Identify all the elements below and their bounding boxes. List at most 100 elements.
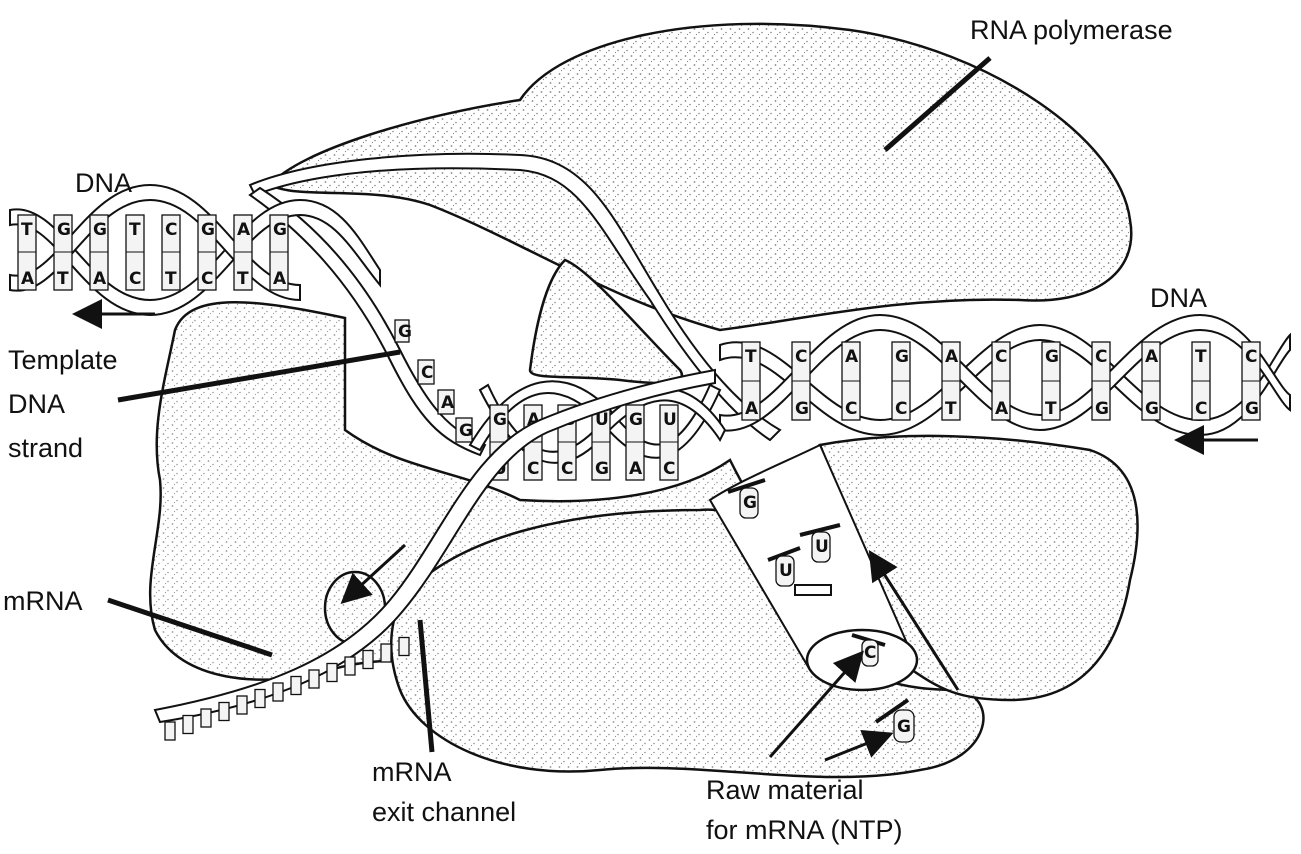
label-raw-material: Raw material for mRNA (NTP) [706, 770, 903, 850]
base-letter: G [57, 220, 71, 240]
svg-text:G: G [398, 322, 412, 342]
base-letter: T [745, 347, 757, 367]
mrna-base [326, 662, 338, 683]
ntp-molecule: G [874, 698, 915, 743]
template-strand [248, 186, 487, 457]
svg-text:C: C [864, 643, 876, 663]
label-template-line-2: DNA [8, 389, 66, 419]
base-letter: G [201, 220, 215, 240]
ntp-molecules: G U U C G [727, 478, 915, 743]
base-letter: T [57, 269, 69, 289]
base-letter: G [629, 410, 643, 430]
dna-helix-left: T A G T G A T C C T G C A T G A [9, 183, 381, 317]
base-letter: C [561, 459, 573, 479]
base-letter: C [1245, 347, 1257, 367]
label-rna-polymerase: RNA polymerase [970, 15, 1173, 45]
mrna-leader [107, 597, 273, 658]
label-dna-right: DNA [1150, 283, 1208, 313]
mrna-base [362, 649, 374, 670]
base-letter: A [21, 269, 35, 289]
label-exit-channel: mRNA exit channel [372, 752, 516, 832]
mrna-base [182, 714, 194, 735]
mrna-base [254, 688, 266, 709]
base-letter: G [493, 410, 507, 430]
svg-text:G: G [897, 717, 911, 737]
svg-text:U: U [815, 537, 829, 557]
ntp-fragment [794, 584, 832, 596]
base-letter: C [129, 269, 141, 289]
mrna-base [308, 669, 320, 689]
base-letter: C [165, 220, 177, 240]
base-letter: C [201, 269, 213, 289]
svg-text:G: G [459, 421, 473, 441]
base-letter: T [165, 269, 177, 289]
base-letter: A [629, 459, 643, 479]
base-letter: G [1045, 347, 1059, 367]
nontemplate-strand [248, 152, 782, 442]
label-template-line-1: Template [8, 345, 118, 375]
label-exit-line-2: exit channel [372, 797, 517, 827]
exit-channel-leader [417, 619, 435, 753]
label-raw-line-1: Raw material [706, 775, 864, 805]
base-letter: A [93, 269, 107, 289]
dna-rna-hybrid: GUACGCUGGAUC [468, 380, 727, 481]
mrna-strand [153, 368, 716, 741]
mrna-base [380, 643, 392, 663]
ntp-entry-arrow [824, 729, 894, 762]
ntp-molecule: U [767, 546, 801, 587]
base-letter: C [995, 347, 1007, 367]
mrna-exit-arrow [340, 543, 407, 605]
mrna-base [344, 656, 356, 676]
base-letter: C [1195, 399, 1207, 419]
label-dna-left: DNA [75, 168, 133, 198]
base-letter: G [795, 399, 809, 419]
base-letter: T [21, 220, 33, 240]
svg-text:G: G [743, 493, 757, 513]
base-letter: C [895, 399, 907, 419]
mrna-base [272, 682, 284, 702]
template-single-bases: G C A G [394, 319, 473, 443]
label-template-strand: Template DNA strand [8, 338, 118, 470]
mrna-base [164, 721, 176, 741]
svg-text:A: A [441, 393, 455, 413]
ntp-molecule: G [727, 478, 766, 519]
base-letter: T [129, 220, 141, 240]
base-letter: A [273, 269, 287, 289]
base-letter: T [1045, 399, 1057, 419]
base-letter: U [595, 410, 609, 430]
base-letter: C [527, 459, 539, 479]
base-letter: C [795, 347, 807, 367]
rna-polymerase-leader [883, 56, 992, 152]
polymerase-lower-lobe [390, 508, 985, 779]
base-letter: C [1095, 347, 1107, 367]
base-letter: G [895, 347, 909, 367]
template-strand-leader [117, 349, 401, 403]
ntp-channel-arrow [868, 549, 960, 691]
ntp-molecule: U [799, 523, 841, 563]
base-letter: G [1095, 399, 1109, 419]
base-letter: T [237, 269, 249, 289]
mrna-base [236, 695, 248, 715]
base-letter: A [1145, 347, 1159, 367]
base-letter: G [93, 220, 107, 240]
base-letter: U [663, 410, 677, 430]
label-raw-line-2: for mRNA (NTP) [706, 815, 903, 845]
svg-text:U: U [779, 561, 793, 581]
label-template-line-3: strand [8, 433, 84, 463]
base-letter: T [945, 399, 957, 419]
base-letter: G [1245, 399, 1259, 419]
base-letter: G [1145, 399, 1159, 419]
base-letter: G [273, 220, 287, 240]
mrna-base [200, 708, 212, 728]
raw-material-arrow [768, 650, 864, 758]
polymerase-upper-lobe [268, 22, 1133, 332]
base-letter: T [1195, 347, 1207, 367]
mrna-base [218, 701, 230, 722]
base-letter: C [845, 399, 857, 419]
mrna-base [290, 675, 302, 696]
base-letter: A [237, 220, 251, 240]
label-exit-line-1: mRNA [372, 757, 452, 787]
base-letter: A [945, 347, 959, 367]
